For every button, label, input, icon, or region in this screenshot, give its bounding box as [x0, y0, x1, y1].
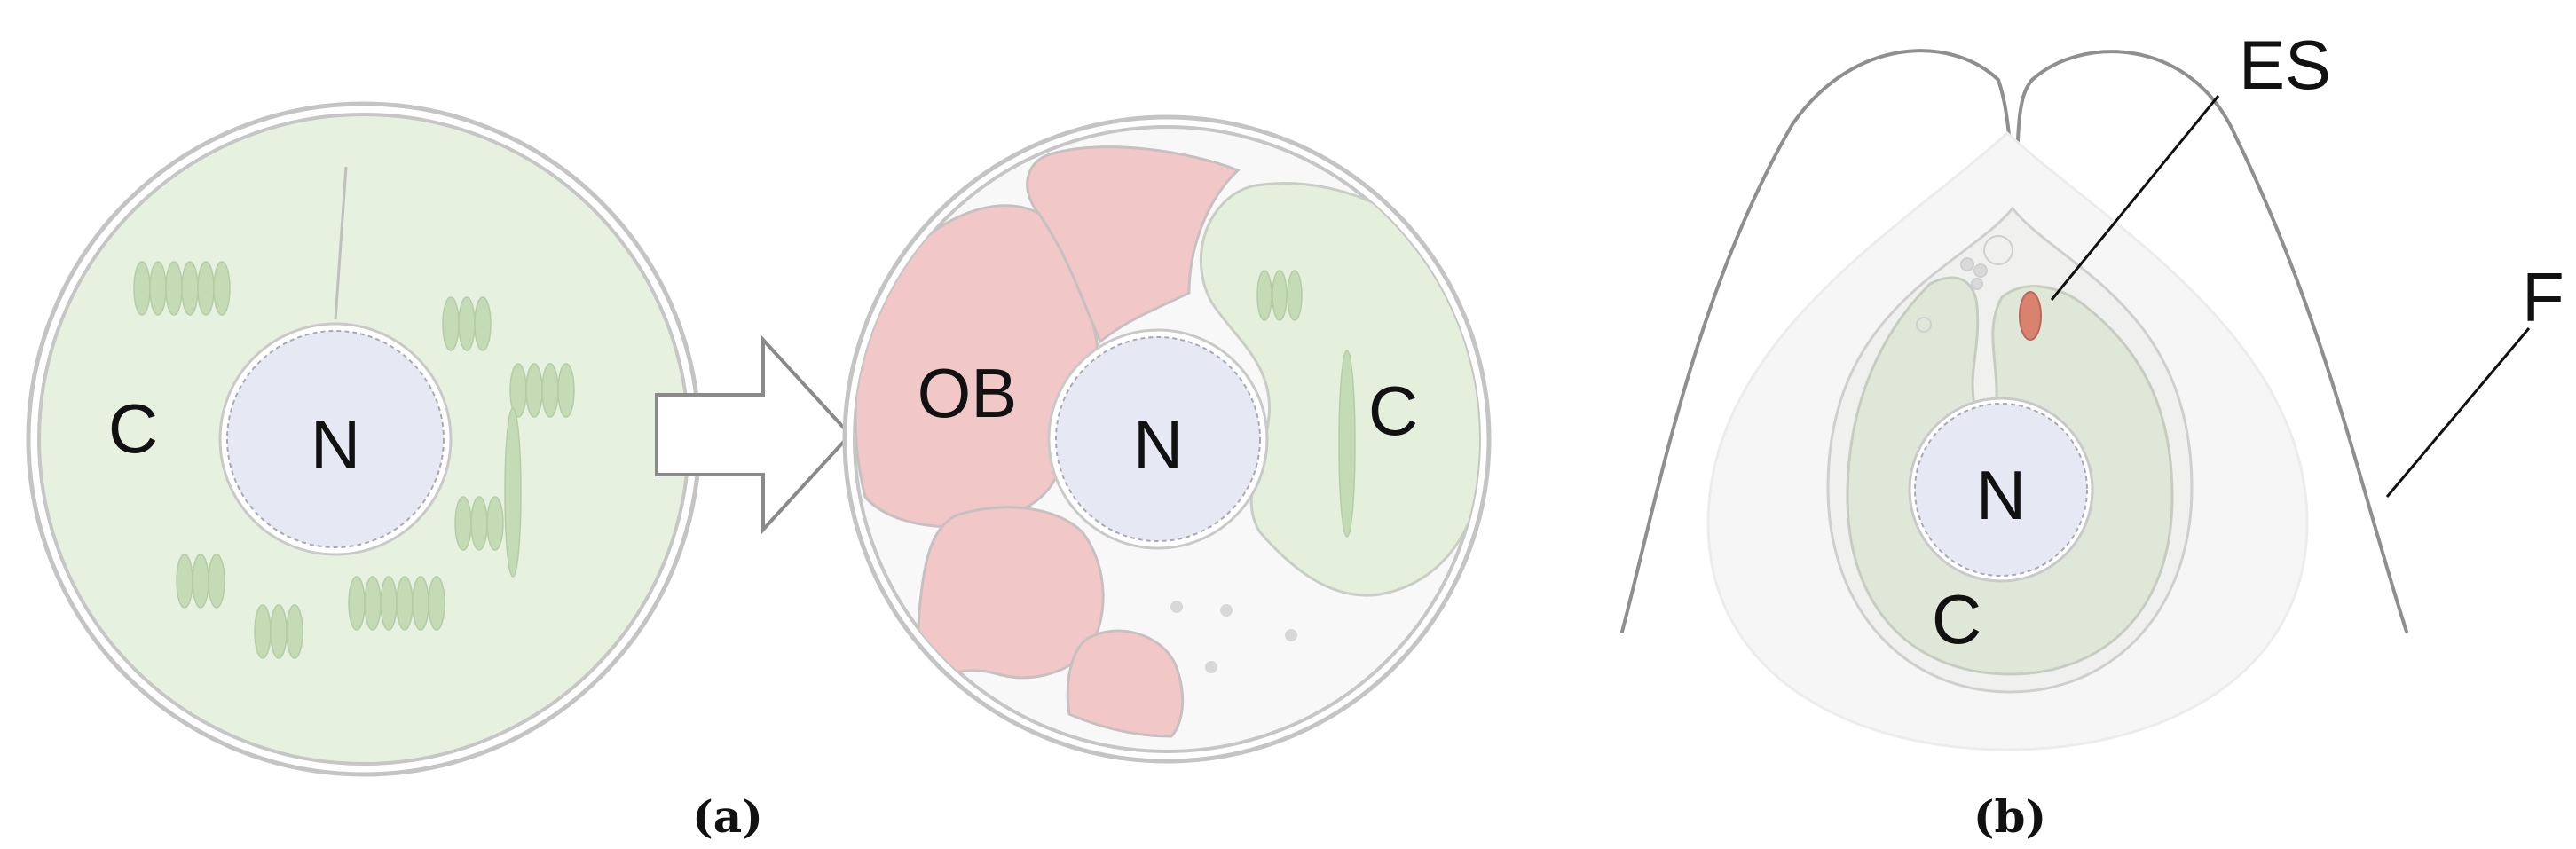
- thylakoid-stacks: [133, 261, 575, 659]
- oil-body: [1026, 145, 1241, 344]
- thylakoid-stack: [1256, 270, 1303, 321]
- nucleus: [218, 322, 453, 556]
- green-cell: N C: [26, 101, 702, 777]
- panel-a-caption: (a): [692, 790, 763, 843]
- oil-accumulating-cell: N OB C: [842, 114, 1492, 764]
- cell-boundary-line: [334, 166, 348, 320]
- flagellum-leader-line: [2385, 327, 2531, 498]
- right-flagellum: [2013, 50, 2408, 633]
- panel-b: N C ES F (b): [1620, 26, 2564, 843]
- flagellum-label: F: [2522, 258, 2564, 336]
- vesicles: [1170, 601, 1297, 673]
- oil-body: [1066, 629, 1185, 738]
- nucleus-label: N: [311, 405, 360, 483]
- eyespot-leader-line: [2050, 95, 2220, 301]
- chloroplast-label: C: [1368, 372, 1418, 450]
- chloroplast-label: C: [1932, 580, 1981, 658]
- thylakoid-stacks: [1256, 270, 1356, 538]
- thylakoid-stack: [176, 554, 225, 609]
- chloroplast-label: C: [108, 389, 158, 468]
- nucleus: [1908, 397, 2094, 583]
- eyespot-label: ES: [2239, 26, 2331, 104]
- nucleus-label: N: [1133, 405, 1183, 483]
- thylakoid-stack: [348, 576, 445, 631]
- thylakoid-lamella: [1338, 350, 1356, 538]
- thylakoid-stack: [442, 296, 492, 351]
- oil-body: [917, 506, 1105, 686]
- thylakoid-stack: [509, 363, 575, 418]
- thylakoid-stack: [133, 261, 231, 316]
- nucleus: [1047, 328, 1269, 550]
- thylakoid-stack: [454, 496, 504, 551]
- thylakoid-lamella: [504, 407, 522, 578]
- oil-body-label: OB: [918, 354, 1018, 432]
- vesicles: [1916, 235, 2013, 333]
- transition-arrow: [655, 334, 853, 535]
- thylakoid-stack: [254, 604, 303, 659]
- panel-b-caption: (b): [1973, 790, 2046, 843]
- eyespot: [2019, 291, 2042, 341]
- oil-bodies: [855, 145, 1241, 738]
- panel-a: N C: [26, 101, 1492, 843]
- nucleus-label: N: [1976, 456, 2026, 534]
